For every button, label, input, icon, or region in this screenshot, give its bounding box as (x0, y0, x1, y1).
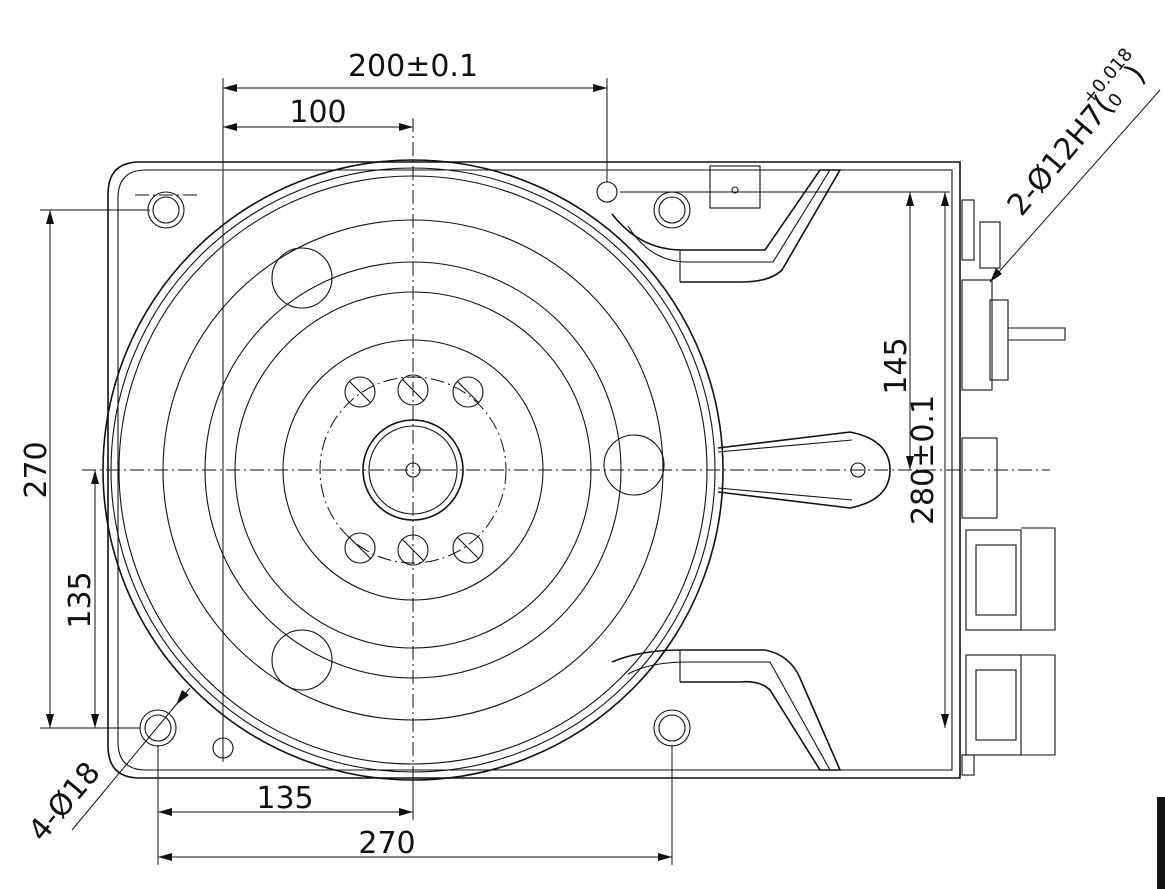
label-left-lower: 135 (63, 571, 98, 628)
dim-top-overall: 200±0.1 (222, 49, 608, 762)
page-edge-bar (1157, 797, 1165, 889)
dim-top-half: 100 (223, 95, 413, 131)
upper-channel (611, 165, 842, 283)
dim-bottom-overall: 270 (158, 745, 673, 865)
label-top-half: 100 (289, 95, 346, 130)
label-left-overall: 270 (19, 441, 54, 498)
label-right-overall: 280±0.1 (906, 395, 941, 525)
label-pin-callout-close: ) (1119, 58, 1153, 89)
label-bottom-overall: 270 (358, 826, 415, 861)
dim-left-overall: 270 (19, 209, 150, 729)
side-connectors (961, 199, 1066, 776)
dim-left-lower: 135 (63, 470, 99, 728)
callout-pins: 2-Ø12H7( +0.018 0 ) (989, 44, 1161, 283)
dim-bottom-half: 135 (157, 745, 414, 865)
label-top-overall: 200±0.1 (348, 49, 478, 84)
center-lines (82, 118, 1050, 800)
callout-holes: 4-Ø18 (22, 687, 191, 848)
large-bosses (271, 247, 665, 691)
label-right-upper: 145 (879, 337, 914, 394)
base-plate (107, 161, 961, 779)
dim-right-upper: 145 (620, 191, 950, 470)
label-bottom-half: 135 (256, 781, 313, 816)
lower-channel (611, 649, 842, 771)
dim-right-overall: 280±0.1 (906, 192, 949, 728)
